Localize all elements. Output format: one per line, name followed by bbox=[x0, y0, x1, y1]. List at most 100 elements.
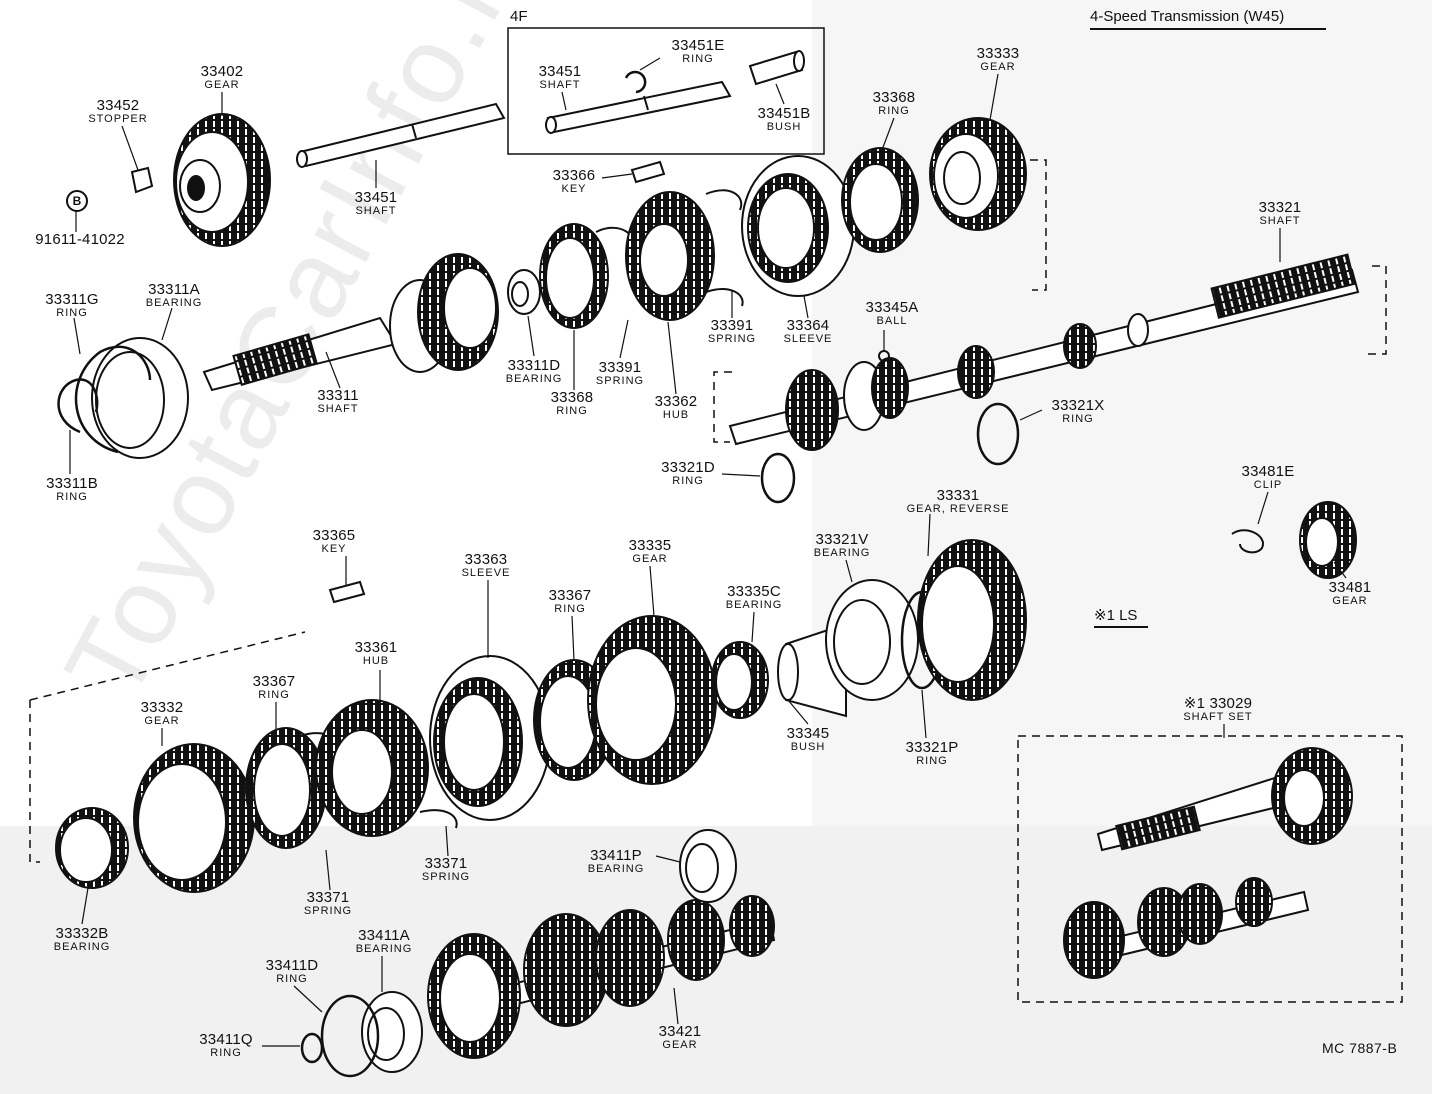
shaft-set-counter-gear bbox=[1063, 877, 1310, 979]
bearing-33411p bbox=[679, 829, 737, 903]
ring-33321x bbox=[976, 402, 1020, 466]
sleeve-33364 bbox=[741, 155, 855, 297]
gear-33402 bbox=[173, 113, 271, 247]
spring-33391 bbox=[705, 189, 743, 211]
bearing-33311a bbox=[91, 337, 189, 459]
bearing-33311d bbox=[507, 269, 541, 315]
gear-33332 bbox=[133, 743, 255, 893]
hub-33362 bbox=[625, 191, 715, 321]
shaft-33451-4f bbox=[545, 80, 732, 134]
ls-note: ※1 LS bbox=[1094, 607, 1138, 624]
ring-33451e bbox=[624, 70, 647, 94]
hub-33361 bbox=[315, 699, 429, 837]
shaft-33311 bbox=[202, 253, 499, 392]
clip-33481e bbox=[1231, 529, 1264, 554]
bolt-symbol-icon: B bbox=[66, 190, 88, 212]
leader-lines bbox=[69, 57, 1347, 1047]
output-shaft-outline bbox=[1362, 265, 1387, 355]
ring-33311b bbox=[57, 378, 99, 434]
ls-underline bbox=[1094, 626, 1148, 628]
variant-4f-box bbox=[507, 27, 825, 155]
ring-33321d bbox=[760, 452, 796, 504]
gear-33331-reverse bbox=[917, 539, 1027, 701]
gear-33421 bbox=[427, 895, 776, 1059]
shaft-33321 bbox=[728, 253, 1360, 451]
ring-33367-lower bbox=[245, 727, 327, 849]
shaft-33451 bbox=[296, 102, 506, 168]
gear-33333 bbox=[929, 117, 1027, 231]
spring-33391-b bbox=[705, 288, 744, 307]
bearing-33335c bbox=[711, 641, 769, 719]
output-group-outline bbox=[1030, 159, 1047, 291]
key-33365 bbox=[328, 580, 366, 604]
ring-33411d bbox=[320, 994, 380, 1078]
reference-code: MC 7887-B bbox=[1322, 1040, 1398, 1056]
ball-33345a bbox=[878, 350, 890, 362]
bearing-33332b bbox=[55, 807, 129, 889]
bush-33451b bbox=[748, 50, 805, 86]
ring-33368-upper bbox=[841, 147, 919, 253]
output-shaft-outline bbox=[713, 371, 732, 443]
variant-label: 4F bbox=[510, 8, 528, 25]
spring-33371-b bbox=[419, 809, 458, 829]
gear-33335 bbox=[587, 615, 717, 785]
part-label[interactable]: 91611-41022 bbox=[35, 231, 125, 248]
countershaft-group-outline bbox=[29, 700, 40, 863]
gear-33481 bbox=[1299, 501, 1357, 579]
key-33366 bbox=[630, 160, 666, 184]
bearing-33411a bbox=[361, 991, 423, 1073]
diagram-title: 4-Speed Transmission (W45) bbox=[1090, 8, 1285, 25]
sleeve-33363 bbox=[429, 655, 551, 821]
shaft-set-input-shaft bbox=[1096, 747, 1353, 852]
watermark-band bbox=[812, 0, 1432, 830]
